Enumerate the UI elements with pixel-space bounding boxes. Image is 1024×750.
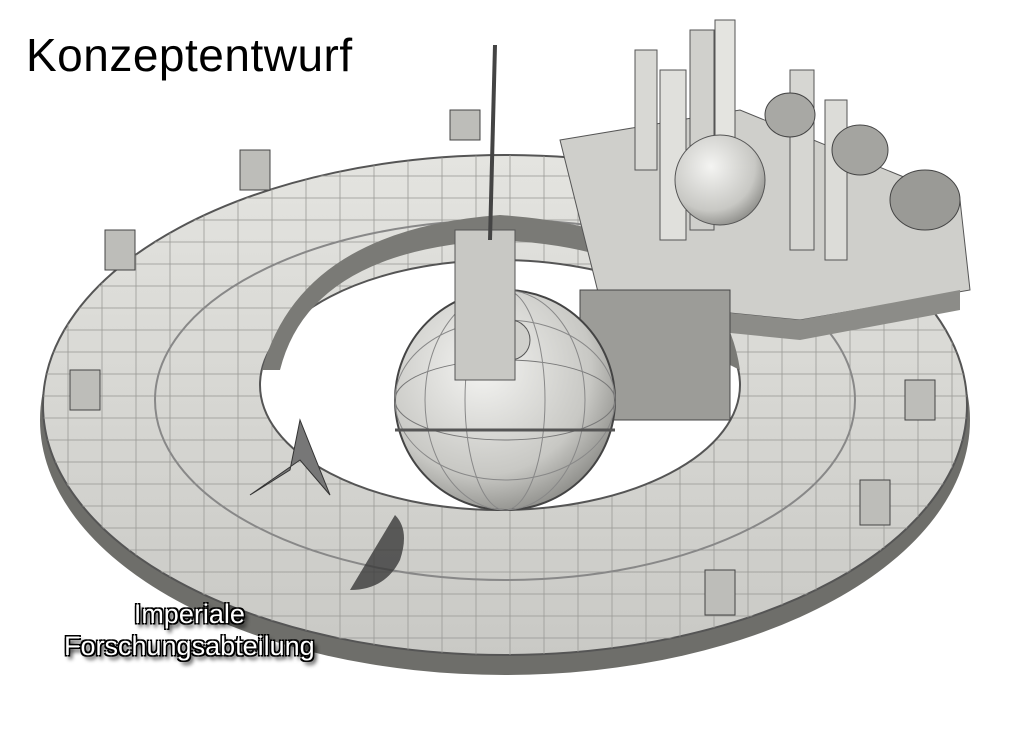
command-towers [559,19,971,421]
turrets [69,109,936,616]
ship [249,418,331,496]
caption-line-1: Imperiale [133,599,245,629]
title-heading: Konzeptentwurf [26,29,353,81]
antenna-mast [488,44,497,241]
central-sphere [394,44,616,511]
ship-shadow [350,515,404,590]
caption-line-2: Forschungsabteilung [64,631,315,661]
caption: Imperiale Forschungsabteilung [64,598,315,662]
